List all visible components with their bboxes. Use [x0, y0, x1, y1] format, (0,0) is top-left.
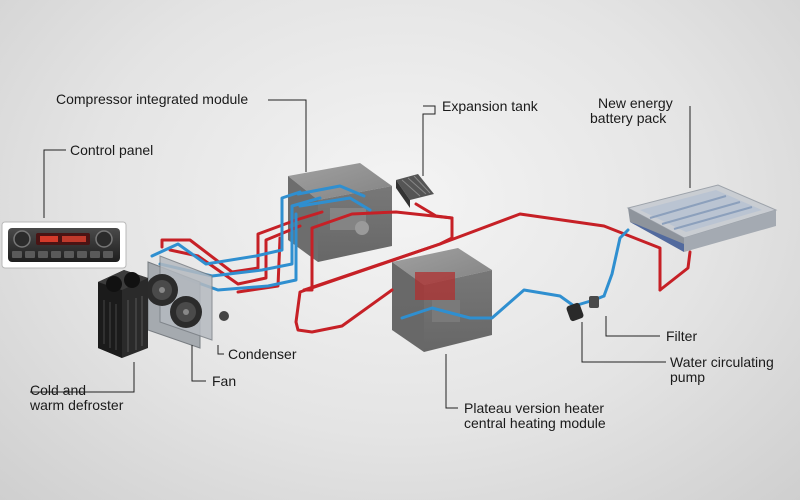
- label-control-panel: Control panel: [70, 142, 154, 158]
- label-battery-pack-line1: New energy: [598, 95, 673, 111]
- label-heater-line1: Plateau version heater: [464, 400, 605, 416]
- battery-pack: [626, 184, 778, 252]
- label-condenser: Condenser: [228, 346, 297, 362]
- label-battery-pack-line2: battery pack: [590, 110, 667, 126]
- label-fan: Fan: [212, 373, 237, 389]
- label-filter: Filter: [666, 328, 698, 344]
- expansion-tank: [396, 174, 434, 208]
- defroster: [98, 270, 148, 358]
- heater-module: [392, 248, 492, 352]
- label-defroster-line2: warm defroster: [30, 397, 124, 413]
- label-heater-line2: central heating module: [464, 415, 606, 431]
- label-expansion-tank: Expansion tank: [442, 98, 538, 114]
- leader-lines: [30, 99, 691, 409]
- label-defroster-line1: Cold and: [30, 382, 87, 398]
- pump-filter: [566, 296, 599, 322]
- fan-condenser-assembly: [146, 255, 229, 349]
- label-compressor-module: Compressor integrated module: [56, 91, 249, 107]
- control-panel: [1, 221, 127, 269]
- label-pump-line2: pump: [670, 369, 706, 385]
- label-pump-line1: Water circulating: [670, 354, 774, 370]
